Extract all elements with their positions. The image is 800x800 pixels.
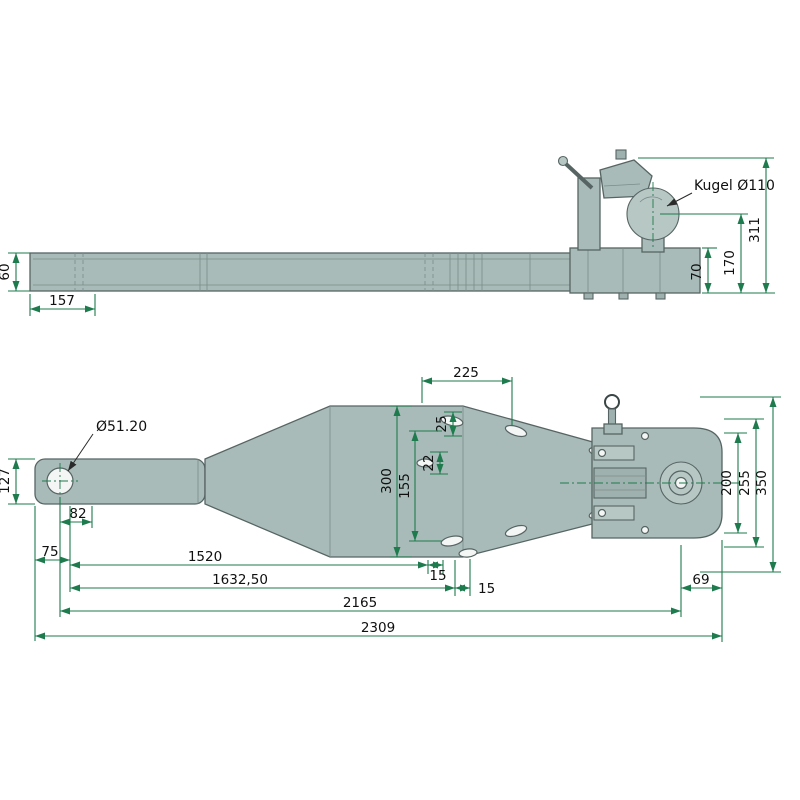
svg-text:170: 170: [722, 250, 738, 276]
plan-view: 127 Ø51.20 82 75 1520: [0, 365, 781, 642]
handle-knob: [557, 155, 569, 167]
svg-text:25: 25: [434, 415, 450, 432]
dim-25: 25: [434, 411, 462, 437]
dim-311: 311: [638, 157, 774, 293]
side-view: Kugel Ø110 60 157 70: [0, 149, 775, 316]
dim-82: 82: [59, 497, 93, 617]
dim-157: 157: [29, 293, 96, 316]
plan-dimensions: 127 Ø51.20 82 75 1520: [0, 365, 781, 642]
dim-255: 255: [724, 418, 764, 548]
dim-300: 300: [379, 405, 412, 558]
dim-15a: 15: [428, 560, 447, 584]
kugel-callout: Kugel Ø110: [666, 178, 775, 207]
dim-70: 70: [689, 247, 775, 294]
kugel-label: Kugel Ø110: [694, 178, 775, 194]
coupling-column: [577, 177, 601, 251]
pin-ring: [604, 394, 620, 410]
dim-22: 22: [421, 451, 448, 475]
dim-2309: 2309: [35, 620, 722, 640]
dim-350: 350: [700, 396, 781, 573]
clamp-bolt: [615, 149, 627, 160]
dim-155: 155: [397, 430, 442, 542]
coupling-handle: [564, 162, 594, 190]
svg-text:2165: 2165: [343, 595, 377, 611]
dim-170: 170: [660, 213, 748, 293]
svg-text:70: 70: [689, 263, 705, 280]
side-plate-bolts: [583, 248, 666, 300]
side-mount-plate: [569, 247, 701, 294]
dim-15b: 15: [455, 559, 495, 597]
svg-text:15: 15: [478, 581, 495, 597]
svg-text:22: 22: [421, 454, 437, 471]
kugel-leader-line: [666, 192, 693, 207]
hole-leader-line: [67, 433, 94, 472]
svg-text:157: 157: [49, 293, 75, 309]
dim-200: 200: [719, 432, 747, 534]
coupling-clamp: [599, 159, 653, 199]
side-dimensions: 60 157 70 170 311: [0, 157, 775, 316]
svg-text:255: 255: [737, 470, 753, 496]
svg-text:2309: 2309: [361, 620, 395, 636]
svg-text:82: 82: [69, 506, 86, 522]
svg-text:60: 60: [0, 263, 13, 280]
svg-text:300: 300: [379, 468, 395, 494]
svg-text:155: 155: [397, 473, 413, 499]
plan-coupling-head: [560, 394, 740, 539]
eye-hole-centerlines: [42, 463, 78, 499]
dim-60: 60: [0, 252, 30, 292]
safety-pin: [603, 394, 623, 435]
svg-text:311: 311: [747, 217, 763, 243]
pin-bracket: [603, 423, 623, 435]
svg-text:225: 225: [453, 365, 479, 381]
svg-text:75: 75: [41, 544, 58, 560]
side-coupling-mechanism: [557, 149, 680, 253]
svg-text:350: 350: [754, 470, 770, 496]
svg-text:69: 69: [692, 572, 709, 588]
dim-127: 127: [0, 458, 35, 505]
svg-text:127: 127: [0, 468, 13, 494]
dim-69: 69: [681, 540, 723, 642]
dim-hole-diameter: Ø51.20: [67, 419, 147, 472]
svg-text:15: 15: [429, 568, 446, 584]
svg-text:1520: 1520: [188, 549, 222, 565]
dim-225: 225: [421, 365, 513, 426]
svg-text:1632,50: 1632,50: [212, 572, 268, 588]
svg-text:200: 200: [719, 470, 735, 496]
dim-75: 75: [34, 506, 71, 641]
dim-2165: 2165: [60, 545, 682, 617]
hole-diameter-label: Ø51.20: [96, 419, 147, 435]
